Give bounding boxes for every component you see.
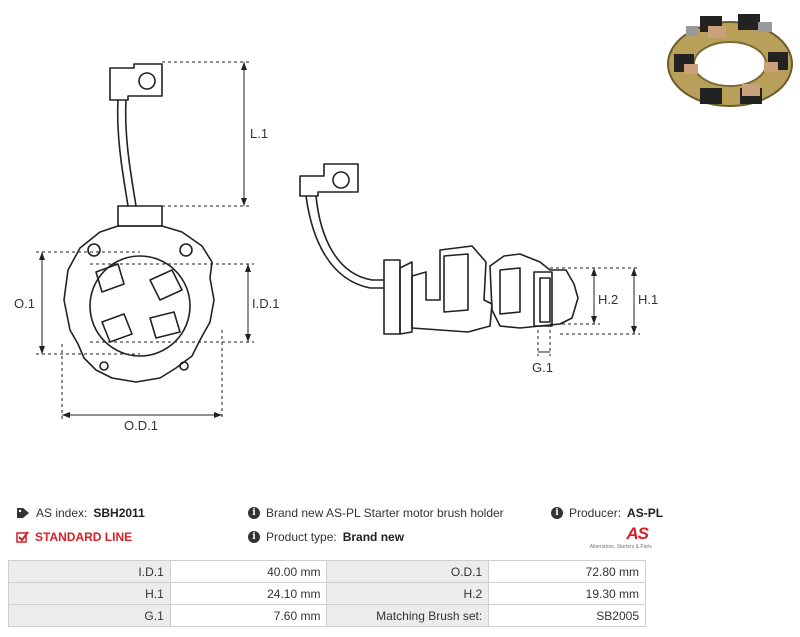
logo-tagline: Alternators, Starters & Parts xyxy=(589,544,652,550)
producer: i Producer: AS-PL xyxy=(551,506,663,520)
info-icon: i xyxy=(248,507,260,519)
spec-label: O.D.1 xyxy=(326,560,490,583)
description-text: Brand new AS-PL Starter motor brush hold… xyxy=(266,506,504,520)
producer-label: Producer: xyxy=(569,506,622,520)
info-icon: i xyxy=(551,507,563,519)
as-index: AS index: SBH2011 xyxy=(16,506,145,520)
dim-label-h2: H.2 xyxy=(598,292,618,307)
technical-drawing: L.1 O.1 I.D.1 O.D.1 H.2 H.1 G.1 xyxy=(14,61,658,433)
checkbox-checked-icon xyxy=(16,531,29,543)
table-row: I.D.1 40.00 mm O.D.1 72.80 mm xyxy=(8,560,646,583)
product-type-value: Brand new xyxy=(342,530,405,544)
spec-value: 24.10 mm xyxy=(169,582,328,605)
as-pl-logo: AS Alternators, Starters & Parts xyxy=(586,524,652,550)
description: i Brand new AS-PL Starter motor brush ho… xyxy=(248,506,504,520)
specs-table: I.D.1 40.00 mm O.D.1 72.80 mm H.1 24.10 … xyxy=(8,560,646,627)
dim-label-id1: I.D.1 xyxy=(252,296,279,311)
spec-value: 40.00 mm xyxy=(169,560,328,583)
standard-line: STANDARD LINE xyxy=(16,530,132,544)
dim-label-l1: L.1 xyxy=(250,126,268,141)
spec-label: I.D.1 xyxy=(8,560,171,583)
info-icon: i xyxy=(248,531,260,543)
tag-icon xyxy=(17,508,29,518)
product-info: AS index: SBH2011 STANDARD LINE i Brand … xyxy=(0,500,800,560)
dim-label-g1: G.1 xyxy=(532,360,553,375)
product-type: i Product type: Brand new xyxy=(248,530,404,544)
spec-value: SB2005 xyxy=(488,604,646,627)
spec-label: G.1 xyxy=(8,604,171,627)
spec-value: 7.60 mm xyxy=(169,604,328,627)
spec-label: H.1 xyxy=(8,582,171,605)
spec-value: 19.30 mm xyxy=(488,582,646,605)
as-index-label: AS index: xyxy=(36,506,88,520)
product-type-label: Product type: xyxy=(266,530,337,544)
spec-label: H.2 xyxy=(326,582,490,605)
producer-value: AS-PL xyxy=(627,506,664,520)
dim-label-od1: O.D.1 xyxy=(124,418,158,433)
spec-label: Matching Brush set: xyxy=(326,604,490,627)
standard-line-label: STANDARD LINE xyxy=(35,530,133,544)
dim-label-o1: O.1 xyxy=(14,296,35,311)
table-row: H.1 24.10 mm H.2 19.30 mm xyxy=(8,582,646,605)
logo-text: AS xyxy=(626,524,649,543)
product-photo xyxy=(667,14,793,107)
dim-label-h1: H.1 xyxy=(638,292,658,307)
spec-value: 72.80 mm xyxy=(488,560,646,583)
table-row: G.1 7.60 mm Matching Brush set: SB2005 xyxy=(8,604,646,627)
as-index-value: SBH2011 xyxy=(93,506,145,520)
